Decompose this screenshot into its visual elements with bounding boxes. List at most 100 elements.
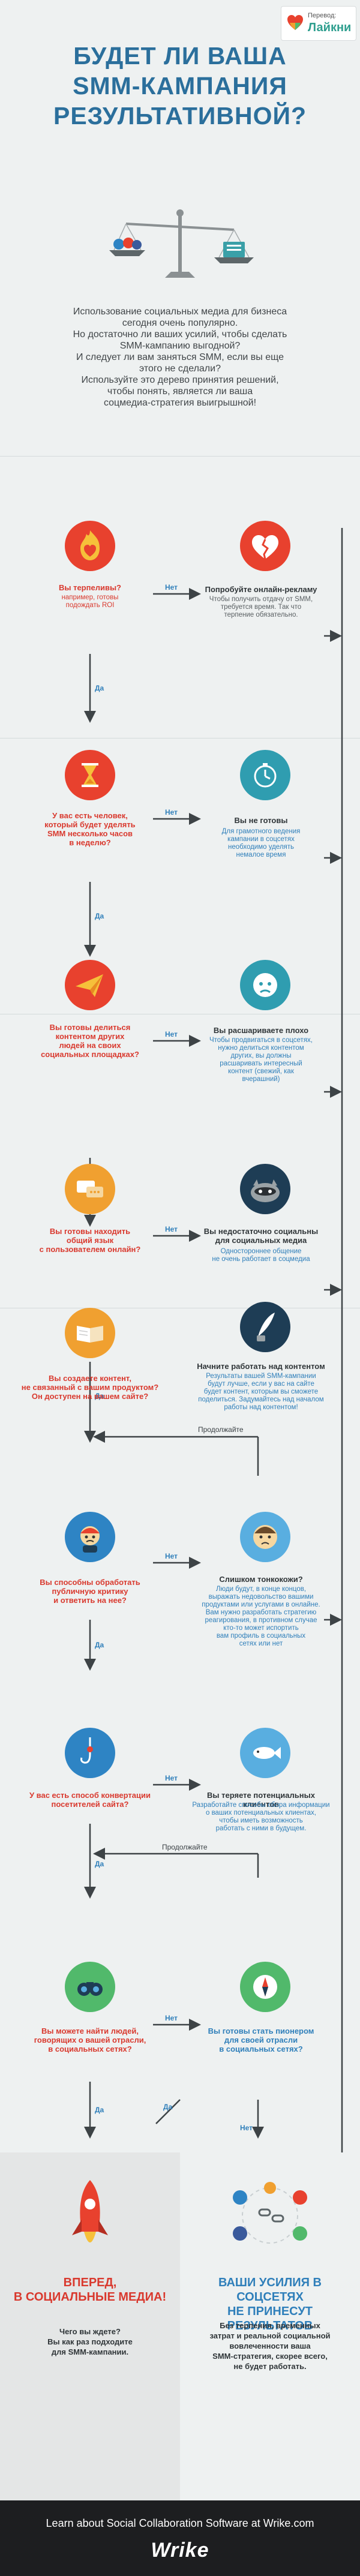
outcome-text-line: для SMM-кампании. <box>51 2347 129 2356</box>
intro-line: Но достаточно ли ваших усилий, чтобы сде… <box>73 329 287 340</box>
question-line: публичную критику <box>52 1587 128 1596</box>
question-line: социальных площадках? <box>41 1050 139 1059</box>
question-1: Вы терпеливы? <box>33 583 147 592</box>
outcome-text-line: Без терпения, временных <box>220 2321 320 2330</box>
no-label: Нет <box>165 1030 178 1038</box>
question-line: не связанный с вашим продуктом? <box>21 1383 159 1392</box>
title-line: SMM-КАМПАНИЯ <box>73 72 287 100</box>
answer-line: о ваших потенциальных клиентах, <box>205 1809 316 1817</box>
question-line: Вы можете найти людей, <box>41 2026 139 2035</box>
no-label: Нет <box>240 2124 253 2132</box>
no-label: Нет <box>165 1225 178 1233</box>
paper-plane-icon <box>65 960 115 1010</box>
answer-line: требуется время. Так что <box>220 604 302 611</box>
wrike-logo[interactable]: Wrike <box>151 2539 209 2562</box>
yes-label: Да <box>95 2106 104 2114</box>
answer-line: вчерашний) <box>242 1076 280 1083</box>
answer-5-text: Результаты вашей SMM-кампании будут лучш… <box>195 1373 327 1412</box>
answer-line: будут лучше, если у вас на сайте <box>208 1380 314 1388</box>
rocket-icon <box>72 2180 108 2242</box>
intro-line: чтобы понять, является ли ваша <box>107 386 253 397</box>
answer-line: Чтобы получить отдачу от SMM, <box>209 596 313 603</box>
no-label: Нет <box>165 1774 178 1782</box>
answer-4-text: Одностороннее общение не очень работает … <box>198 1248 324 1263</box>
answer-line: терпение обязательно. <box>224 611 298 619</box>
answer-line: кто-то может испортить <box>223 1625 299 1632</box>
broken-chain-icon <box>233 2182 307 2244</box>
footer: Learn about Social Collaboration Softwar… <box>0 2500 360 2576</box>
binoculars-icon <box>65 1962 115 2012</box>
intro-line: соцмедиа-стратегия выигрышной! <box>103 398 257 408</box>
question-1-note: например, готовы подождать ROI <box>33 594 147 610</box>
question-line: Вы способны обработать <box>40 1578 140 1587</box>
heart-logo-icon <box>287 15 303 30</box>
yes-label: Да <box>95 1860 104 1868</box>
badge-brand: Лайкни <box>308 21 352 34</box>
question-3: Вы готовы делиться контентом других люде… <box>33 1023 147 1059</box>
answer-line: контент (свежий, как <box>228 1068 294 1075</box>
outcome-no-panel <box>180 2152 360 2500</box>
answer-line: Вам нужно разработать стратегию <box>205 1609 317 1616</box>
answer-line: вам профиль в социальных <box>216 1632 306 1640</box>
answer-2-text: Для грамотного ведения кампании в соцсет… <box>198 828 324 859</box>
broken-heart-icon <box>240 521 290 571</box>
no-label: Нет <box>165 1552 178 1560</box>
balance-scale-illustration <box>109 209 254 278</box>
page-title: БУДЕТ ЛИ ВАША SMM-КАМПАНИЯ РЕЗУЛЬТАТИВНО… <box>0 41 360 131</box>
answer-line: Одностороннее общение <box>220 1248 302 1255</box>
outcome-text-line: вовлеченности ваша <box>229 2341 311 2350</box>
title-line: РЕЗУЛЬТАТИВНОЙ? <box>53 102 307 130</box>
chat-bubbles-icon <box>65 1164 115 1214</box>
question-6: Вы способны обработать публичную критику… <box>33 1578 147 1605</box>
answer-line: сетях или нет <box>239 1640 283 1647</box>
outcome-text-line: не будет работать. <box>233 2362 307 2371</box>
yes-label: Да <box>95 1641 104 1649</box>
answer-line: чтобы иметь возможность <box>219 1817 303 1824</box>
question-8: Вы можете найти людей, говорящих о вашей… <box>18 2026 162 2053</box>
answer-line: будет контент, которым вы сможете <box>203 1388 319 1395</box>
sad-face-icon <box>240 1512 290 1562</box>
answer-line: немалое время <box>236 851 286 858</box>
translator-badge[interactable]: Перевод: Лайкни <box>281 6 356 41</box>
outcome-text-line: Вы как раз подходите <box>47 2337 133 2346</box>
answer-line: Люди будут, в конце концов, <box>215 1586 307 1593</box>
question-line: Вы готовы находить <box>49 1227 131 1236</box>
answer-title-line: Попробуйте онлайн-рекламу <box>205 585 317 594</box>
question-line: с пользователем онлайн? <box>39 1245 141 1254</box>
outcome-no-text: Без терпения, временных затрат и реально… <box>195 2320 345 2371</box>
answer-line: продуктами или услугами в онлайне. <box>202 1601 320 1608</box>
footer-link[interactable]: Learn about Social Collaboration Softwar… <box>46 2517 314 2529</box>
intro-line: Используйте это дерево принятия решений, <box>81 375 279 385</box>
question-line: SMM несколько часов <box>47 829 133 838</box>
answer-title-line: Вы готовы стать пионером <box>208 2026 314 2035</box>
section-divider <box>0 456 360 457</box>
note-line: подождать ROI <box>65 602 115 609</box>
answer-line: Разработайте способы сбора информации <box>192 1802 330 1809</box>
answer-1-title: Попробуйте онлайн-рекламу <box>198 585 324 594</box>
answer-line: поделиться. Задумайтесь над началом <box>198 1396 324 1403</box>
answer-line: Результаты вашей SMM-кампании <box>206 1373 316 1380</box>
outcome-title-line: В СОЦИАЛЬНЫЕ МЕДИА! <box>13 2290 167 2304</box>
raccoon-icon <box>240 1164 290 1214</box>
answer-7-text: Разработайте способы сбора информации о … <box>192 1802 330 1833</box>
answer-line: расшаривать интересный <box>220 1060 302 1067</box>
yes-label: Да <box>95 684 104 692</box>
answer-line: не очень работает в соцмедиа <box>212 1256 310 1263</box>
answer-1-text: Чтобы получить отдачу от SMM, требуется … <box>198 596 324 619</box>
question-4: Вы готовы находить общий язык с пользова… <box>33 1227 147 1254</box>
yes-label: Да <box>95 1392 104 1400</box>
angry-character-icon <box>65 1512 115 1562</box>
title-line: БУДЕТ ЛИ ВАША <box>73 42 287 70</box>
no-label: Нет <box>165 583 178 592</box>
question-line: У вас есть способ конвертации <box>29 1791 151 1800</box>
answer-title-line: Вы не готовы <box>234 816 288 825</box>
intro-line: И следует ли вам заняться SMM, если вы е… <box>76 352 284 362</box>
compass-icon <box>240 1962 290 2012</box>
yes-label: Да <box>163 2103 173 2111</box>
answer-7-title: Вы теряете потенциальных клиентов <box>192 1791 330 1809</box>
answer-6-text: Люди будут, в конце концов, выражать нед… <box>198 1586 324 1648</box>
answer-title-line: в социальных сетях? <box>219 2044 303 2053</box>
question-line: говорящих о вашей отрасли, <box>34 2035 146 2044</box>
